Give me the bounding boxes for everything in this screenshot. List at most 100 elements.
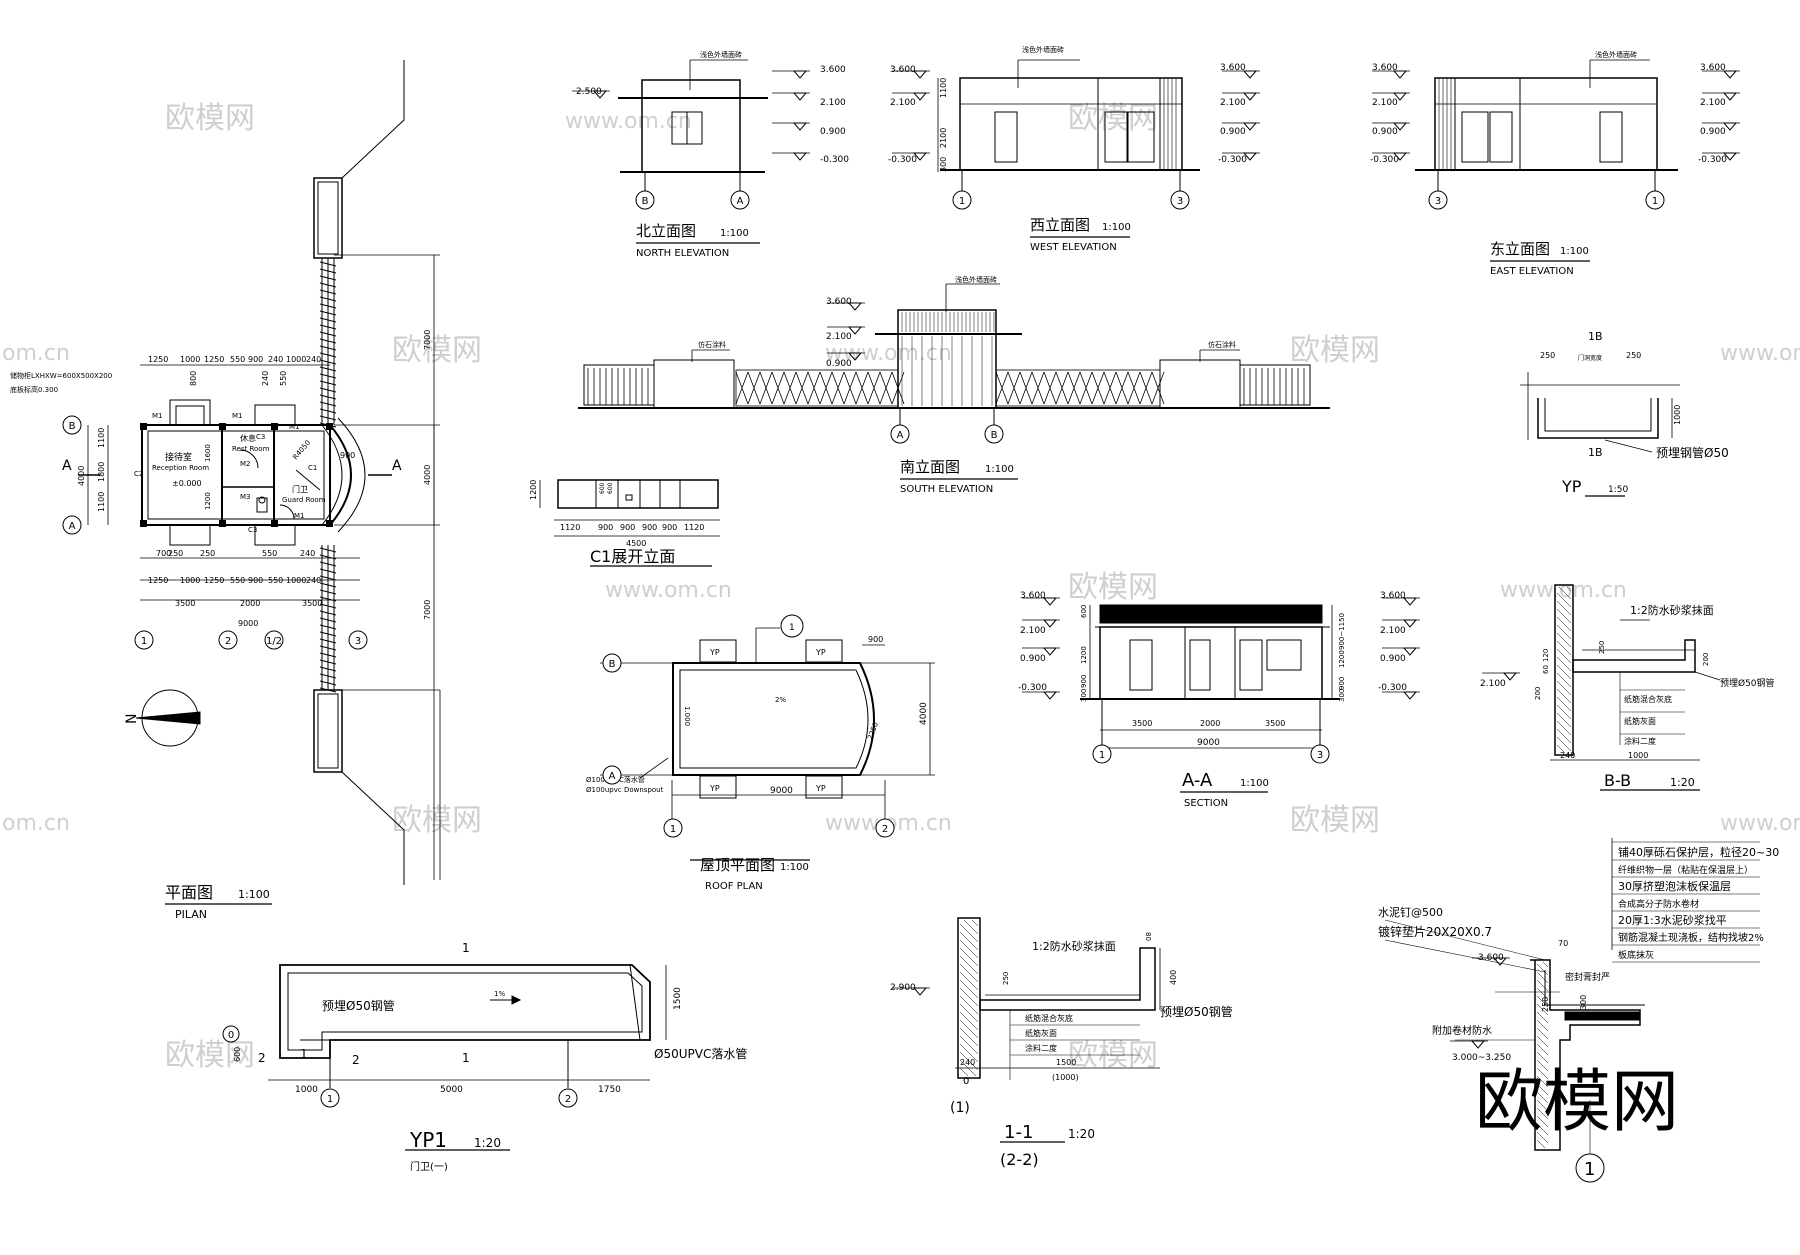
east-elev-level-m0300-r: -0.300 xyxy=(1698,155,1727,165)
room-rest-en: Rest Room xyxy=(232,445,270,453)
aa-level-2100-l: 2.100 xyxy=(1020,626,1046,636)
watermark: 欧模网 xyxy=(165,101,255,136)
south-elev-axis-a-label: A xyxy=(897,430,904,441)
plan-dim-bottom-sub: 250 xyxy=(200,549,215,558)
d1-layer-7: 板底抹灰 xyxy=(1618,949,1654,961)
level-marker xyxy=(1042,619,1058,628)
west-elev-level-m0300-l: -0.300 xyxy=(888,155,917,165)
s11-scale: 1:20 xyxy=(1068,1127,1095,1141)
east-elevation xyxy=(1415,59,1678,200)
plan-dim-bottom: 1000 xyxy=(180,576,200,585)
section-mark-left: A xyxy=(62,458,72,474)
level-marker xyxy=(1502,672,1518,681)
level-marker xyxy=(912,70,928,79)
d1-layer-2: 纤维织物一层（粘贴在保温层上） xyxy=(1618,864,1753,876)
plan-dim-left-inner: 1200 xyxy=(204,492,212,510)
aa-dim-left: 900 xyxy=(1080,675,1088,688)
watermark-url: www.om.cn xyxy=(1720,341,1800,366)
plan-axis-b-label: B xyxy=(69,421,76,432)
east-elev-level-3600-l: 3.600 xyxy=(1372,63,1398,73)
d1-callout: 1 xyxy=(1584,1159,1595,1180)
plan-axis-2-label: 2 xyxy=(225,636,231,647)
plan-dim-total: 9000 xyxy=(238,619,258,628)
east-elev-level-m0300-l: -0.300 xyxy=(1370,155,1399,165)
plan-dim-top-sub: 550 xyxy=(279,371,288,386)
yp-pipe: 预埋钢管Ø50 xyxy=(1656,445,1729,460)
roof-axis-a xyxy=(602,765,622,785)
c1-dim: 900 xyxy=(620,523,635,532)
east-elev-level-2100-l: 2.100 xyxy=(1372,98,1398,108)
section-a-a xyxy=(1080,604,1340,793)
s11-dim-1000: (1000) xyxy=(1052,1073,1079,1082)
level-marker xyxy=(1402,691,1418,700)
west-elev-level-3600-r: 3.600 xyxy=(1220,63,1246,73)
north-elev-axis-a xyxy=(730,190,750,210)
plan-dim-fence-top: 7000 xyxy=(423,330,432,350)
bb-layer-2: 纸筋灰面 xyxy=(1624,716,1656,726)
yp-250-left: 250 xyxy=(1540,351,1555,360)
bb-level-2100: 2.100 xyxy=(1480,679,1506,689)
plan-axis-1 xyxy=(134,630,154,650)
c1-height: 1200 xyxy=(529,480,538,500)
level-marker xyxy=(912,987,928,996)
section-mark-right: A xyxy=(392,458,402,474)
plan-dim-left: 1100 xyxy=(97,492,106,512)
east-elev-level-3600-r: 3.600 xyxy=(1700,63,1726,73)
west-elev-dim-1100: 1100 xyxy=(939,78,948,98)
s11-layer-1: 纸筋混合灰底 xyxy=(1025,1013,1073,1023)
plan-dim-bottom: 1000 xyxy=(286,576,306,585)
watermark-url: www.om.cn xyxy=(1720,811,1800,836)
north-elev-scale: 1:100 xyxy=(720,228,749,239)
bb-layer-3: 涂料二度 xyxy=(1624,736,1656,746)
plan-dim-bay: 3500 xyxy=(302,599,322,608)
north-elev-level-0900: 0.900 xyxy=(820,127,846,137)
east-elev-subtitle: EAST ELEVATION xyxy=(1490,266,1574,277)
d1-seal: 密封膏封严 xyxy=(1565,971,1610,983)
d1-nail: 水泥钉@500 xyxy=(1378,906,1443,919)
aa-dim-bay: 2000 xyxy=(1200,719,1220,728)
watermark-url: om.cn xyxy=(2,811,70,836)
yp1-tag-2a: 2 xyxy=(258,1051,266,1065)
plan-dim-top: 900 xyxy=(248,355,263,364)
yp-section-top: 1B xyxy=(1588,330,1603,343)
north-elev-title: 北立面图 xyxy=(636,222,696,240)
d1-layer-4: 合成高分子防水卷材 xyxy=(1618,898,1699,910)
roof-pipe-en: Ø100upvc Downspout xyxy=(586,786,664,794)
north-elev-axis-a-label: A xyxy=(737,196,744,207)
level-marker xyxy=(912,92,928,101)
plan-dim-right-total: 4000 xyxy=(423,465,432,485)
plan-dim-left: 1800 xyxy=(97,462,106,482)
c1-window-elevation xyxy=(539,479,720,567)
plan-dim-left-total: 4000 xyxy=(77,466,86,486)
east-elev-level-2100-r: 2.100 xyxy=(1700,98,1726,108)
level-marker xyxy=(1042,647,1058,656)
west-elev-scale: 1:100 xyxy=(1102,222,1131,233)
c1-total: 4500 xyxy=(626,539,646,548)
west-elev-note: 浅色外墙面砖 xyxy=(1022,45,1064,54)
north-elev-axis-b xyxy=(635,190,655,210)
yp1-tag-2b: 2 xyxy=(352,1053,360,1067)
d1-pad: 镀锌垫片20X20X0.7 xyxy=(1378,924,1492,939)
d1-extra: 附加卷材防水 xyxy=(1432,1024,1492,1037)
aa-dim-right: 900 xyxy=(1338,677,1346,690)
watermark: 欧模网 xyxy=(165,1038,255,1073)
yp-title: YP xyxy=(1561,477,1582,496)
yp1-cut-top: 1 xyxy=(462,941,470,955)
plan-dim-top: 240 xyxy=(268,355,283,364)
aa-dim-left: 300 xyxy=(1080,689,1088,702)
plan-dim-top-sub: 800 xyxy=(189,371,198,386)
roof-r: 2250 xyxy=(866,721,880,740)
plan-subtitle: PILAN xyxy=(175,908,207,921)
detail-1-roof-edge xyxy=(1384,838,1760,1183)
plan-dim-top: 1250 xyxy=(204,355,224,364)
roof-yp-3: YP xyxy=(709,784,720,793)
north-elev-level-2500: 2.500 xyxy=(576,87,602,97)
level-marker xyxy=(1042,597,1058,606)
room-reception-cn: 接待室 xyxy=(165,451,192,463)
south-elev-subtitle: SOUTH ELEVATION xyxy=(900,484,993,495)
east-elev-axis-3-label: 3 xyxy=(1435,196,1441,207)
south-elev-axis-b-label: B xyxy=(991,430,998,441)
north-elev-subtitle: NORTH ELEVATION xyxy=(636,248,729,259)
yp1-axis-2-label: 2 xyxy=(565,1094,571,1105)
